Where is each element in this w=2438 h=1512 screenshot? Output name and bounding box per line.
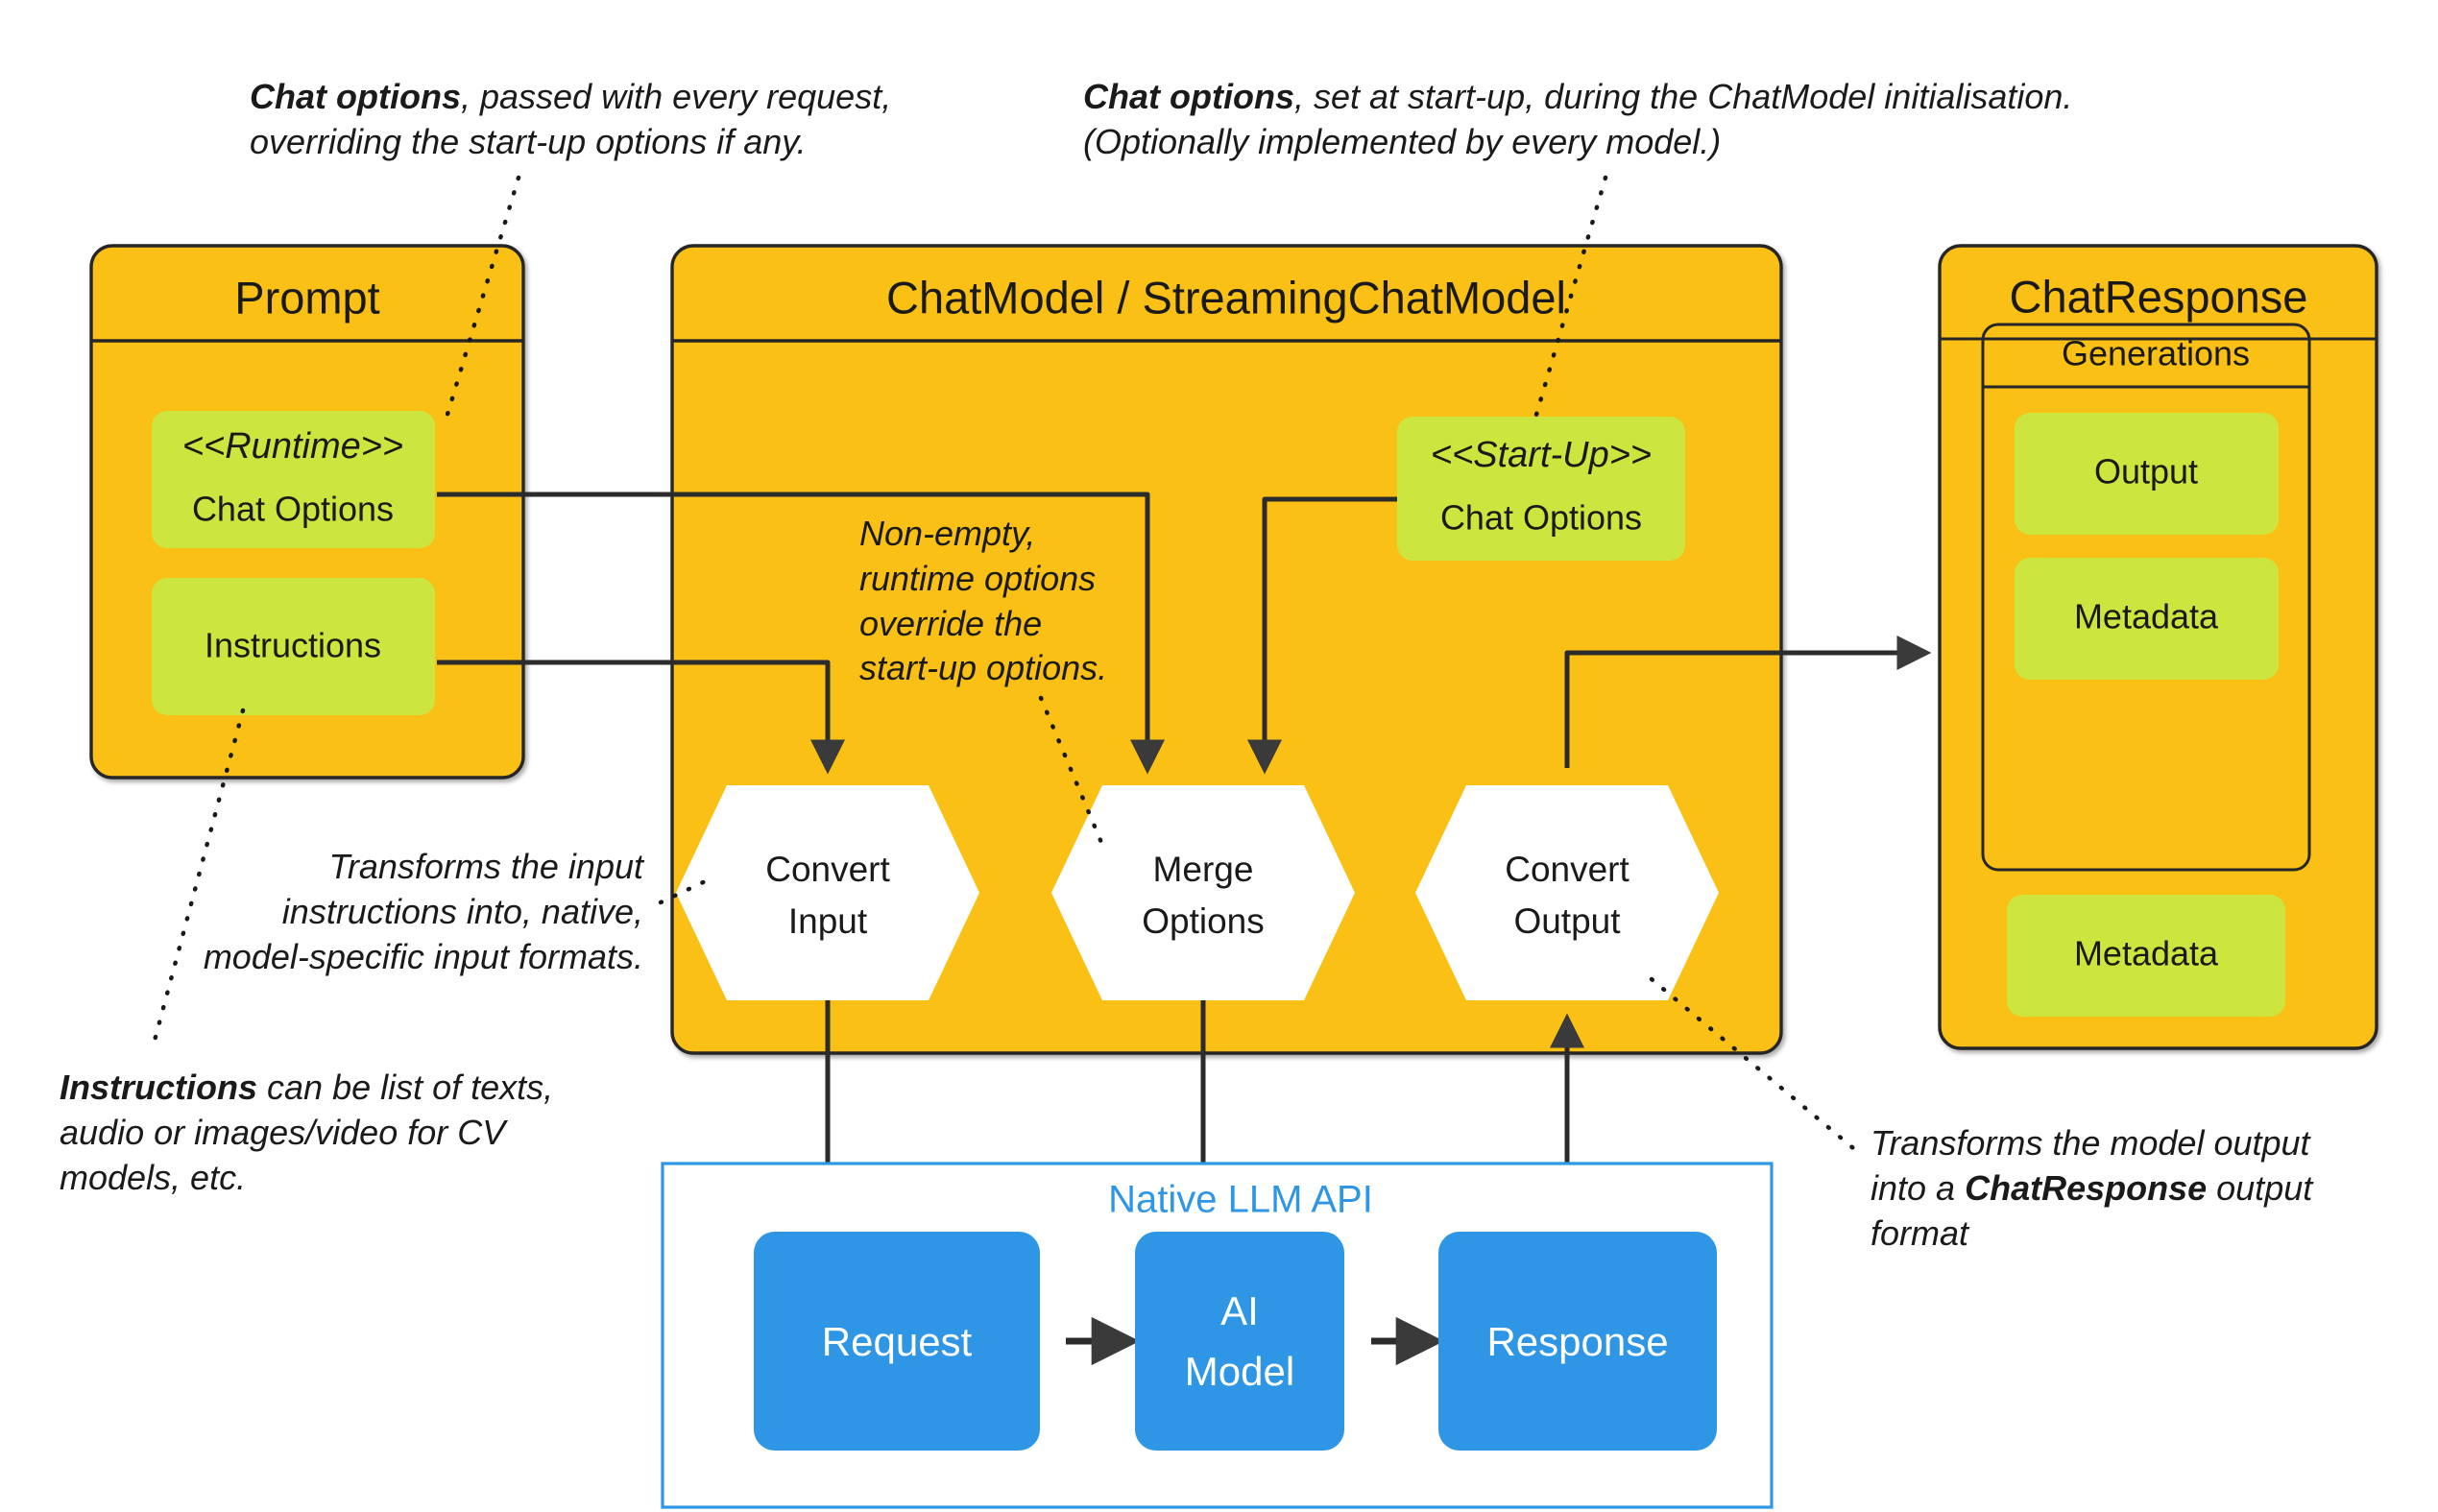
annotation-bold-term: ChatResponse bbox=[1965, 1167, 2208, 1208]
annotation-startup-chat-options: Chat options, set at start-up, during th… bbox=[1083, 75, 2139, 165]
hexagon-label-line2: Input bbox=[788, 901, 868, 941]
chip-background bbox=[1397, 417, 1685, 561]
annotation-body: , set at start-up, during the ChatModel … bbox=[1083, 77, 2073, 161]
leader-instructions-note bbox=[149, 708, 246, 1054]
generations-title: Generations bbox=[2062, 334, 2250, 373]
node-label-line1: AI bbox=[1220, 1288, 1259, 1333]
generations-frame bbox=[1981, 323, 2311, 872]
annotation-bold-lead: Instructions bbox=[60, 1068, 258, 1107]
prompt-chip-instructions[interactable]: Instructions bbox=[152, 578, 435, 715]
annotation-body: , passed with every request, overriding … bbox=[250, 77, 892, 161]
hexagon-merge-options[interactable]: Merge Options bbox=[1051, 785, 1355, 1000]
prompt-box-title: Prompt bbox=[234, 272, 380, 323]
chip-background bbox=[152, 411, 435, 548]
annotation-merge-options: Non-empty, runtime options override the … bbox=[859, 512, 1138, 691]
chip-background bbox=[2015, 558, 2279, 680]
hexagon-label-line1: Convert bbox=[765, 850, 890, 889]
chatresponse-chip-metadata[interactable]: Metadata bbox=[2007, 895, 2285, 1017]
prompt-box[interactable]: Prompt <<Runtime>> Chat Options Instruct… bbox=[89, 244, 525, 780]
arrow-convert-output-to-chatresponse bbox=[1564, 636, 1932, 768]
annotation-runtime-chat-options: Chat options, passed with every request,… bbox=[250, 75, 941, 165]
annotation-convert-input: Transforms the input instructions into, … bbox=[173, 845, 643, 979]
node-background bbox=[1438, 1232, 1717, 1451]
node-background bbox=[754, 1232, 1040, 1451]
hexagon-label-line1: Convert bbox=[1505, 850, 1629, 889]
generations-chip-metadata[interactable]: Metadata bbox=[2015, 558, 2279, 680]
hexagon-shape bbox=[1415, 785, 1719, 1000]
hexagon-label-line2: Output bbox=[1513, 901, 1621, 941]
node-request[interactable]: Request bbox=[754, 1232, 1040, 1451]
hexagon-convert-output[interactable]: Convert Output bbox=[1415, 785, 1719, 1000]
generations-container[interactable]: Generations Output Metadata bbox=[1981, 323, 2311, 872]
chip-stereotype: <<Runtime>> bbox=[182, 426, 403, 467]
hexagon-label-line2: Options bbox=[1142, 901, 1265, 941]
annotation-body-post: output format bbox=[1871, 1167, 2313, 1253]
chip-label: Output bbox=[2094, 452, 2198, 492]
annotation-convert-output: Transforms the model output into a ChatR… bbox=[1871, 1121, 2418, 1256]
arrow-runtime-options-to-merge bbox=[437, 492, 1165, 775]
prompt-chip-runtime-chat-options[interactable]: <<Runtime>> Chat Options bbox=[152, 411, 435, 548]
annotation-bold-lead: Chat options bbox=[250, 77, 461, 116]
node-label-line2: Model bbox=[1185, 1349, 1294, 1394]
node-response[interactable]: Response bbox=[1438, 1232, 1717, 1451]
chatresponse-box-title: ChatResponse bbox=[2010, 271, 2308, 322]
node-label-line1: Response bbox=[1486, 1319, 1668, 1364]
arrow-startup-options-to-merge bbox=[1247, 496, 1397, 775]
node-label-line1: Request bbox=[822, 1319, 973, 1364]
annotation-body-pre: Transforms the model output into a bbox=[1871, 1123, 2310, 1208]
chatmodel-chip-startup-chat-options[interactable]: <<Start-Up>> Chat Options bbox=[1397, 417, 1685, 561]
leader-convert-input-note bbox=[658, 874, 718, 905]
arrow-instructions-to-convert-input bbox=[437, 660, 845, 775]
leader-startup-note bbox=[1533, 175, 1608, 418]
annotation-body: Transforms the input instructions into, … bbox=[203, 847, 643, 976]
hexagon-label-line1: Merge bbox=[1153, 850, 1254, 889]
chip-label: Metadata bbox=[2074, 597, 2219, 636]
leader-merge-note bbox=[1038, 695, 1105, 848]
annotation-body: Non-empty, runtime options override the … bbox=[859, 514, 1108, 688]
native-llm-api-panel[interactable]: Native LLM API Request AI Model Response bbox=[661, 1162, 1774, 1509]
annotation-body: can be list of texts, audio or images/vi… bbox=[60, 1068, 554, 1197]
chip-stereotype: <<Start-Up>> bbox=[1431, 435, 1652, 475]
generations-chip-output[interactable]: Output bbox=[2015, 413, 2279, 535]
hexagon-convert-input[interactable]: Convert Input bbox=[676, 785, 979, 1000]
annotation-instructions: Instructions can be list of texts, audio… bbox=[60, 1066, 655, 1200]
chip-background bbox=[2015, 413, 2279, 535]
chatmodel-box-title: ChatModel / StreamingChatModel bbox=[886, 272, 1566, 323]
chip-background bbox=[2007, 895, 2285, 1017]
chip-background bbox=[152, 578, 435, 715]
leader-runtime-note bbox=[444, 175, 521, 420]
hexagon-shape bbox=[1051, 785, 1355, 1000]
annotation-bold-lead: Chat options bbox=[1083, 77, 1294, 116]
node-ai-model[interactable]: AI Model bbox=[1135, 1232, 1344, 1451]
native-api-title: Native LLM API bbox=[1108, 1179, 1373, 1221]
chip-label: Chat Options bbox=[1440, 498, 1642, 538]
node-background bbox=[1135, 1232, 1344, 1451]
chip-label: Metadata bbox=[2074, 934, 2219, 973]
chip-label: Chat Options bbox=[192, 490, 394, 529]
hexagon-shape bbox=[676, 785, 979, 1000]
chip-label: Instructions bbox=[205, 626, 381, 665]
chatresponse-box[interactable]: ChatResponse Generations Output Metadata bbox=[1938, 244, 2378, 1050]
